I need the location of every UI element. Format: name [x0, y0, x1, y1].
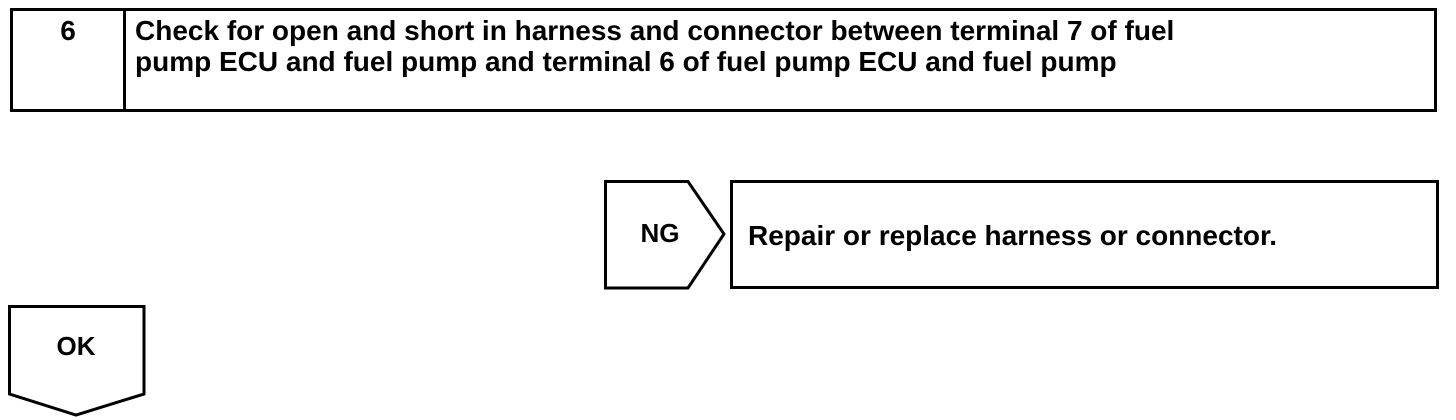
step-title: Check for open and short in harness and …	[126, 11, 1434, 109]
step-title-line-1: Check for open and short in harness and …	[135, 15, 1175, 46]
ok-arrow-shape	[8, 305, 146, 417]
ng-action-box: Repair or replace harness or connector.	[730, 180, 1439, 289]
ok-label: OK	[56, 331, 96, 361]
ng-action-text: Repair or replace harness or connector.	[748, 220, 1278, 251]
step-header: 6 Check for open and short in harness an…	[10, 8, 1437, 112]
ng-arrow-shape	[604, 180, 726, 290]
step-title-line-2: pump ECU and fuel pump and terminal 6 of…	[135, 46, 1117, 77]
step-number: 6	[13, 11, 126, 109]
ng-label: NG	[640, 218, 680, 248]
